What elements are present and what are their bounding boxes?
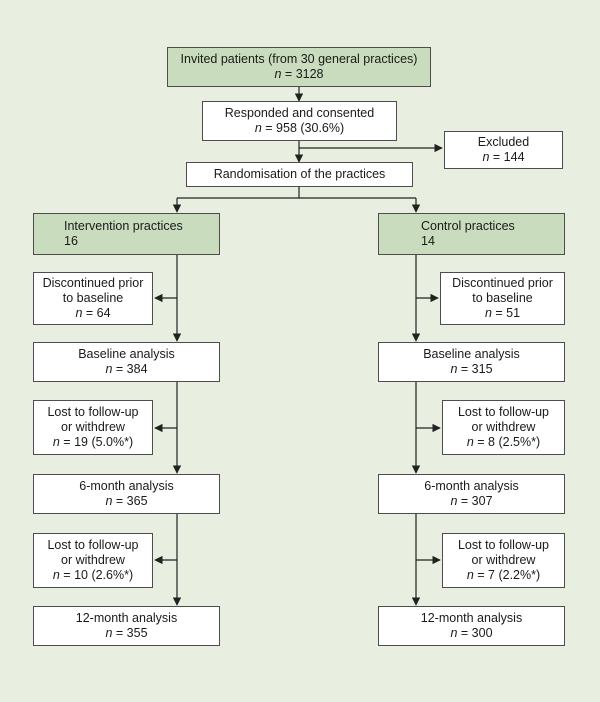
intervention-6month-box: 6-month analysis n = 365 <box>33 474 220 514</box>
control-12month-box: 12-month analysis n = 300 <box>378 606 565 646</box>
control-lost-followup-1-box: Lost to follow-up or withdrew n = 8 (2.5… <box>442 400 565 455</box>
intervention-title: Intervention practices <box>64 219 183 233</box>
invited-patients-box: Invited patients (from 30 general practi… <box>167 47 431 87</box>
invited-count: n = 3128 <box>274 67 324 81</box>
randomisation-title: Randomisation of the practices <box>213 167 386 181</box>
intervention-practices-box: Intervention practices 16 <box>33 213 220 255</box>
intervention-baseline-box: Baseline analysis n = 384 <box>33 342 220 382</box>
control-6month-box: 6-month analysis n = 307 <box>378 474 565 514</box>
control-title: Control practices <box>421 219 515 233</box>
intervention-lost-followup-2-box: Lost to follow-up or withdrew n = 10 (2.… <box>33 533 153 588</box>
randomisation-box: Randomisation of the practices <box>186 162 413 187</box>
control-lost-followup-2-box: Lost to follow-up or withdrew n = 7 (2.2… <box>442 533 565 588</box>
intervention-count: 16 <box>64 234 78 248</box>
control-discontinued-box: Discontinued prior to baseline n = 51 <box>440 272 565 325</box>
excluded-box: Excluded n = 144 <box>444 131 563 169</box>
control-count: 14 <box>421 234 435 248</box>
responded-title: Responded and consented <box>224 106 375 120</box>
invited-title: Invited patients (from 30 general practi… <box>180 52 418 66</box>
control-practices-box: Control practices 14 <box>378 213 565 255</box>
intervention-12month-box: 12-month analysis n = 355 <box>33 606 220 646</box>
control-baseline-box: Baseline analysis n = 315 <box>378 342 565 382</box>
excluded-title: Excluded <box>477 135 530 149</box>
responded-count: n = 958 (30.6%) <box>254 121 345 135</box>
excluded-count: n = 144 <box>482 150 525 164</box>
intervention-lost-followup-1-box: Lost to follow-up or withdrew n = 19 (5.… <box>33 400 153 455</box>
responded-consented-box: Responded and consented n = 958 (30.6%) <box>202 101 397 141</box>
intervention-discontinued-box: Discontinued prior to baseline n = 64 <box>33 272 153 325</box>
